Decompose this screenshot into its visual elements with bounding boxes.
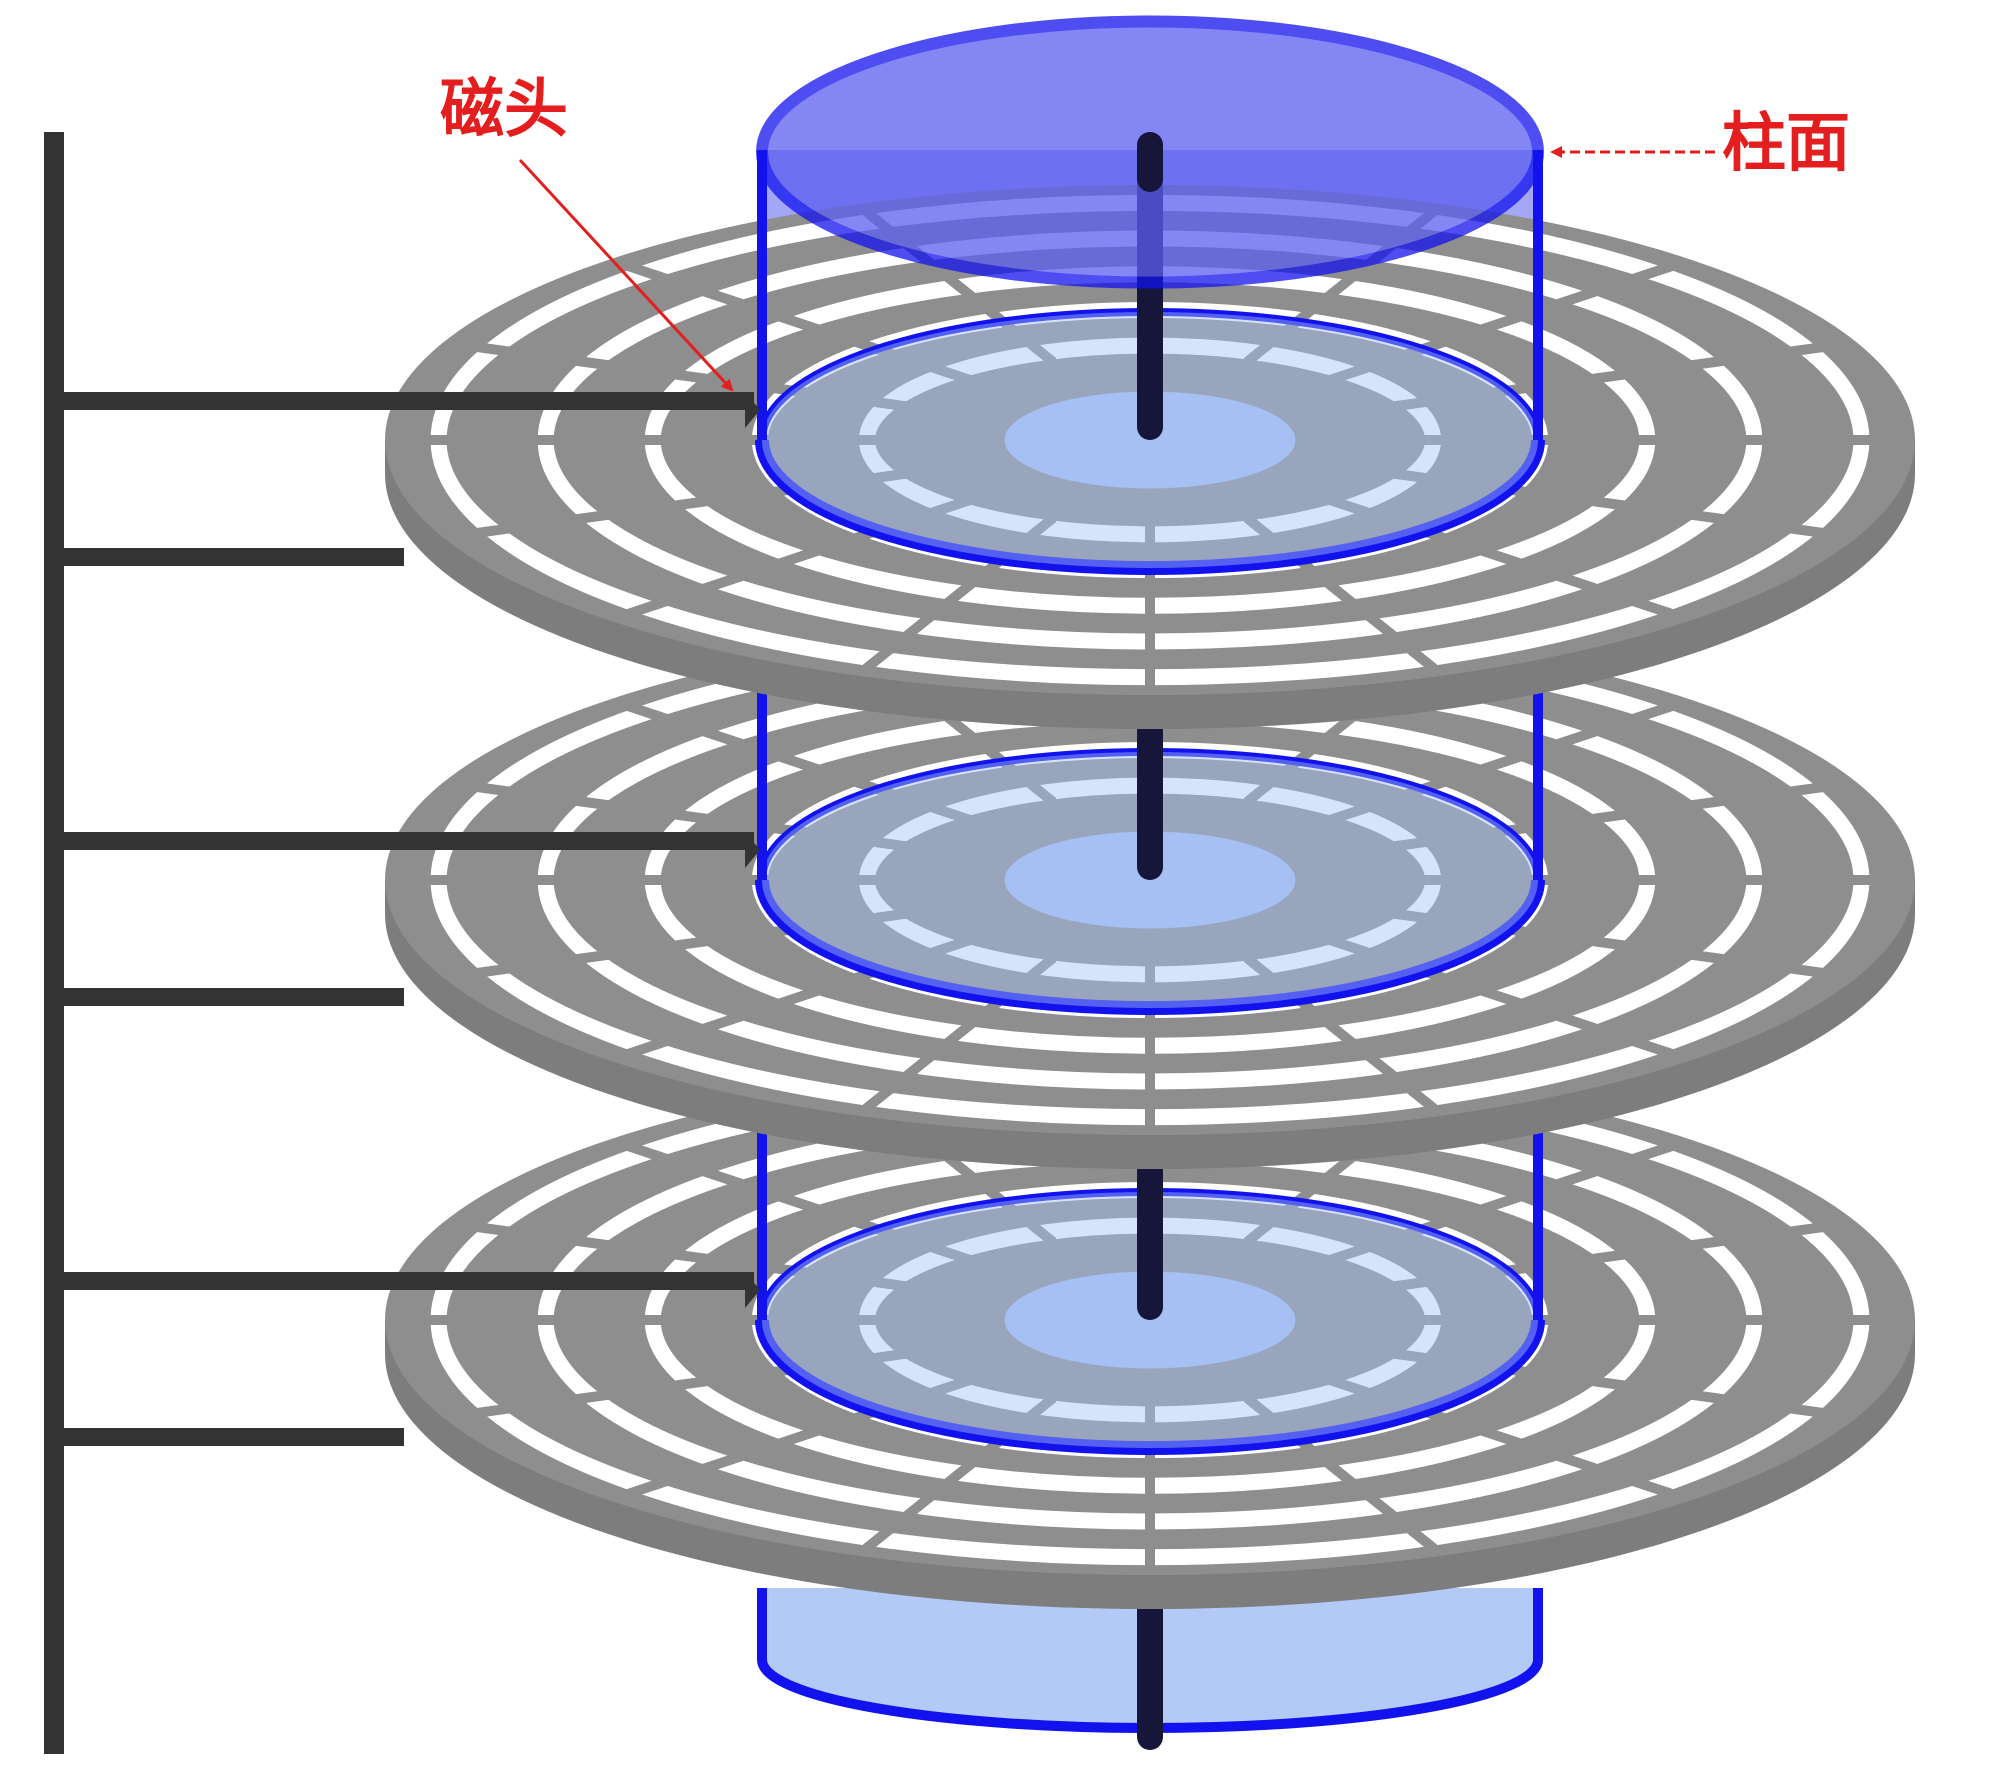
head-arm-lower-1	[54, 548, 404, 566]
cylinder-label: 柱面	[1722, 107, 1850, 181]
sector-spoke	[623, 934, 974, 1060]
sector-spoke	[463, 780, 918, 853]
sector-spoke	[463, 907, 918, 980]
head-pointer-line	[518, 158, 734, 392]
sector-spoke	[623, 1140, 974, 1266]
sector-spoke	[862, 953, 1057, 1113]
sector-spoke	[1382, 1347, 1837, 1420]
sector-spoke	[1326, 1374, 1677, 1500]
sector-spoke	[623, 260, 974, 386]
sector-spoke	[463, 1220, 918, 1293]
head-arm-upper-2	[54, 832, 754, 850]
sector-spoke	[1326, 260, 1677, 386]
sector-spoke	[1382, 340, 1837, 413]
spindle-top	[1137, 132, 1163, 192]
read-write-head	[745, 1272, 760, 1308]
sector-spoke	[1382, 780, 1837, 853]
cylinder-track-front	[755, 879, 1545, 1015]
sector-spoke	[1243, 1393, 1438, 1553]
cylinder-top-cap	[756, 15, 1544, 289]
actuator-vertical-arm	[44, 132, 64, 1754]
sector-spoke	[1326, 934, 1677, 1060]
head-arm-upper-3	[54, 1272, 754, 1290]
sector-spoke	[623, 1374, 974, 1500]
read-write-head	[745, 832, 760, 868]
read-write-head	[745, 392, 760, 428]
head-arm-upper-1	[54, 392, 754, 410]
sector-spoke	[1326, 1140, 1677, 1266]
head-arm-lower-3	[54, 1428, 404, 1446]
sector-spoke	[1243, 953, 1438, 1113]
sector-spoke	[463, 340, 918, 413]
actuator-assembly	[44, 132, 760, 1754]
sector-spoke	[463, 1347, 918, 1420]
sector-spoke	[1326, 494, 1677, 620]
sector-spoke	[1382, 1220, 1837, 1293]
sector-spoke	[623, 494, 974, 620]
head-arm-lower-2	[54, 988, 404, 1006]
sector-spoke	[1243, 513, 1438, 673]
head-label: 磁头	[440, 73, 568, 147]
cylinder-track-front	[755, 1319, 1545, 1455]
sector-spoke	[862, 1393, 1057, 1553]
sector-spoke	[1382, 467, 1837, 540]
sector-spoke	[1382, 907, 1837, 980]
sector-spoke	[463, 467, 918, 540]
platters-group	[385, 15, 1915, 1609]
sector-spoke	[862, 513, 1057, 673]
sector-spoke	[623, 700, 974, 826]
sector-spoke	[1326, 700, 1677, 826]
cylinder-track-front	[755, 439, 1545, 575]
